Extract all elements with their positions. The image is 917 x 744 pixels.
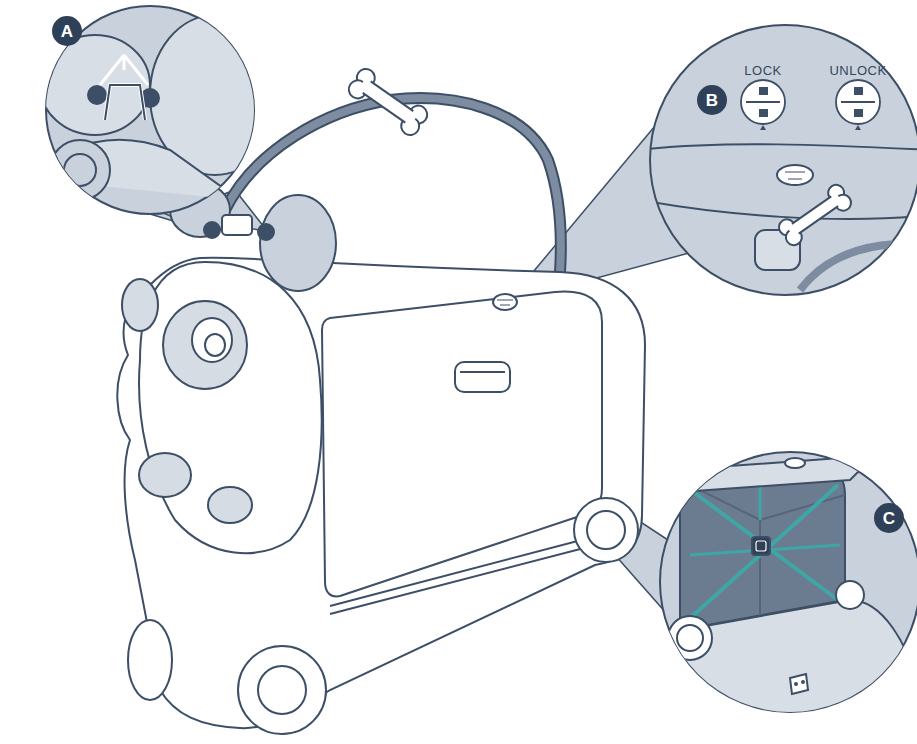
callout-a-part-part bbox=[50, 140, 110, 200]
wheel-part bbox=[574, 498, 638, 562]
callout-b-part-part bbox=[640, 200, 917, 219]
suitcase-body-part bbox=[208, 487, 252, 523]
callout-c-part-part bbox=[801, 680, 805, 684]
callout-a-part-part bbox=[40, 35, 150, 135]
callout-b-part-part bbox=[640, 144, 917, 150]
wheel-part bbox=[587, 511, 625, 549]
callout-b-part bbox=[741, 80, 880, 124]
dog-ears-part bbox=[260, 195, 336, 291]
wheel bbox=[128, 498, 638, 734]
callout-c-part-part bbox=[675, 458, 860, 492]
callout-b-part bbox=[640, 144, 917, 290]
callout-b-part bbox=[759, 109, 768, 117]
suitcase-body-part bbox=[192, 318, 232, 362]
callout-c-part-part bbox=[790, 674, 808, 694]
suitcase-body-part bbox=[122, 279, 158, 331]
bone-handle-part bbox=[358, 78, 418, 126]
dog-ears-part bbox=[222, 215, 252, 235]
callout-a-part-part bbox=[88, 86, 106, 104]
callout-a-part-part bbox=[100, 55, 148, 85]
wheel-part bbox=[258, 666, 306, 714]
wheel-part bbox=[238, 646, 326, 734]
callout-a-part bbox=[52, 16, 82, 46]
suitcase-body-part bbox=[322, 292, 602, 597]
callout-c-part-part bbox=[677, 625, 703, 651]
callout-b-part bbox=[746, 101, 875, 103]
callout-c-part-part bbox=[680, 480, 845, 620]
suitcase-body-part bbox=[139, 453, 191, 497]
lock-label: LOCK bbox=[744, 64, 781, 77]
callout-letter: B bbox=[706, 92, 718, 109]
callout-b-part bbox=[650, 25, 917, 295]
callout-a-part-part bbox=[105, 85, 145, 120]
bone-handle bbox=[345, 65, 431, 138]
callout-b-part-part bbox=[776, 182, 854, 249]
suitcase-body-part bbox=[455, 362, 510, 392]
callout-b-part bbox=[854, 109, 863, 117]
callout-c-part-part bbox=[672, 600, 917, 740]
suitcase-body bbox=[117, 257, 645, 728]
callout-b-part bbox=[697, 85, 727, 115]
dog-ears-part bbox=[204, 222, 220, 238]
suitcase-body-part bbox=[493, 294, 517, 310]
callout-c-part-part bbox=[752, 537, 770, 555]
callout-c-part-part bbox=[794, 682, 798, 686]
callout-c bbox=[660, 452, 917, 740]
dog-ears-part bbox=[258, 224, 274, 240]
callout-c-part-part bbox=[836, 581, 864, 609]
callout-c-part bbox=[874, 503, 904, 533]
wheel-part bbox=[128, 620, 172, 700]
suitcase-body-part bbox=[163, 301, 247, 389]
suitcase-body-part bbox=[205, 334, 225, 356]
callout-b-part-part-part bbox=[787, 193, 843, 237]
callout-c-part bbox=[668, 458, 917, 740]
suitcase-body-part bbox=[497, 300, 513, 305]
callout-letter: C bbox=[883, 510, 895, 527]
suitcase-body-part bbox=[460, 371, 505, 373]
callout-b-part-part-part bbox=[792, 196, 838, 233]
callout-c-part-part bbox=[756, 541, 766, 551]
callout-b-part-part bbox=[800, 244, 917, 290]
suitcase-body-part bbox=[330, 532, 612, 606]
callout-letter: A bbox=[61, 23, 73, 40]
callout-c-part-part bbox=[668, 616, 712, 660]
suitcase-body-part bbox=[117, 257, 645, 728]
suitcase-body-part bbox=[139, 262, 322, 553]
unlock-label: UNLOCK bbox=[829, 64, 886, 77]
bone-handle-part bbox=[363, 81, 414, 122]
callout-a bbox=[40, 6, 280, 214]
callout-a-part bbox=[40, 15, 280, 200]
callout-b-part-part bbox=[785, 172, 805, 179]
callout-b-part bbox=[759, 87, 768, 95]
callout-b bbox=[640, 25, 917, 295]
callout-a-part-part bbox=[40, 140, 240, 200]
callout-b-part bbox=[760, 125, 861, 130]
callout-b-part bbox=[854, 87, 863, 95]
callout-a-part-part bbox=[105, 85, 145, 120]
callout-a-part-part bbox=[64, 154, 96, 186]
callout-c-part-part bbox=[785, 458, 805, 468]
callout-b-part-part bbox=[777, 165, 813, 185]
suitcase-body-part bbox=[330, 540, 615, 614]
